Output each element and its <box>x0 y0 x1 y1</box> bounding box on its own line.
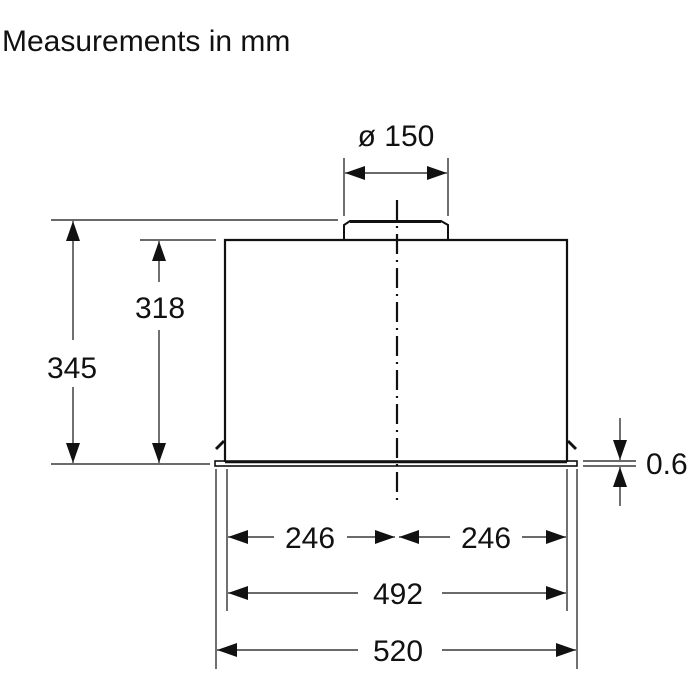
dim-total-height <box>51 219 338 465</box>
dim-total-height-label: 345 <box>47 352 97 385</box>
dim-body-height-label: 318 <box>135 292 185 325</box>
dim-left-half-width-label: 246 <box>285 522 335 555</box>
dim-body-height <box>140 239 216 463</box>
dim-flange-thickness <box>583 418 636 506</box>
dim-flange-width-label: 520 <box>373 635 423 668</box>
dim-outlet-diameter <box>343 158 449 216</box>
dim-right-half-width-label: 246 <box>461 522 511 555</box>
dim-outlet-diameter-label: ø 150 <box>358 120 435 153</box>
dim-flange-thickness-label: 0.6 <box>646 448 688 481</box>
page-title: Measurements in mm <box>2 25 291 58</box>
dim-body-width-label: 492 <box>373 578 423 611</box>
width-extension-lines <box>215 469 578 669</box>
